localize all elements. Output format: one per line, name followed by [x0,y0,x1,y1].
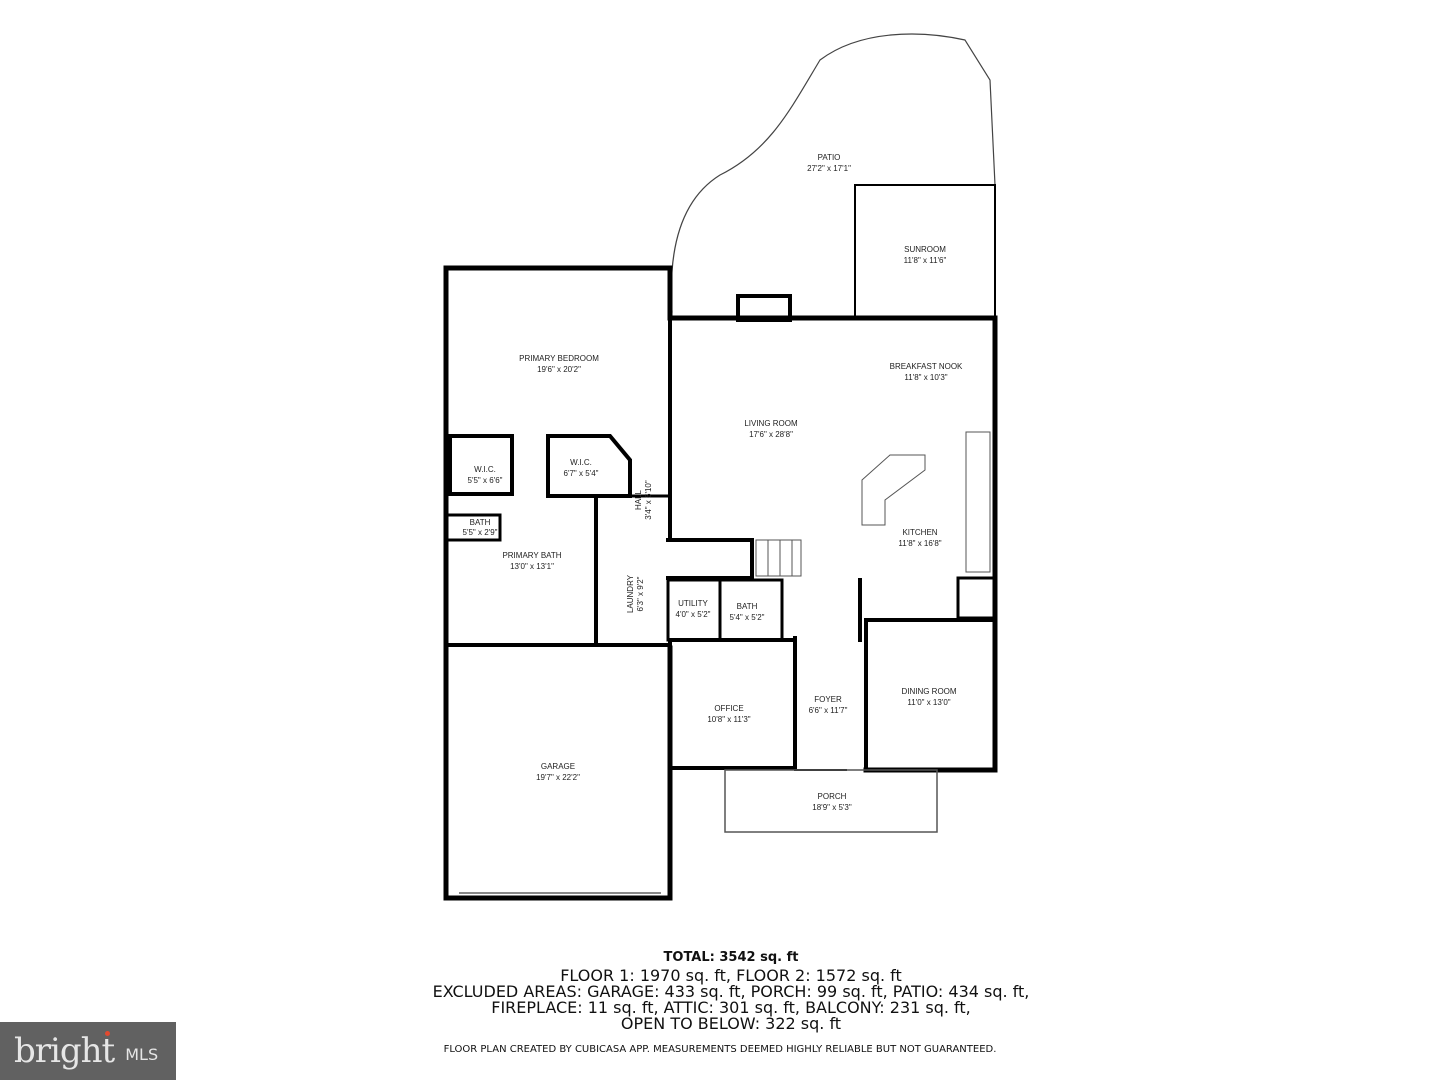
excluded-areas-2: FIREPLACE: 11 sq. ft, ATTIC: 301 sq. ft,… [491,998,971,1017]
excluded-areas-1: EXCLUDED AREAS: GARAGE: 433 sq. ft, PORC… [432,982,1030,1001]
room-dims: 10'8" x 11'3" [707,715,750,724]
room-dims: 11'0" x 13'0" [907,698,950,707]
room-label: FOYER [814,695,842,704]
room-dims: 5'4" x 5'2" [730,613,765,622]
room-label: LIVING ROOM [744,419,798,428]
room-label: PRIMARY BATH [502,551,561,560]
disclaimer: FLOOR PLAN CREATED BY CUBICASA APP. MEAS… [443,1044,997,1055]
room-label: BATH [737,602,758,611]
room-label: GARAGE [541,762,575,771]
room-label: SUNROOM [904,245,946,254]
room-dims: 11'8" x 16'8" [898,539,941,548]
room-dims: 13'0" x 13'1" [510,562,554,571]
logo-brand: bright [14,1031,115,1071]
room-dims: 6'3" x 9'2" [636,576,645,611]
room-dims: 18'9" x 5'3" [812,803,852,812]
room-label: PATIO [818,153,841,162]
room-label: W.I.C. [570,458,592,467]
excluded-areas-3: OPEN TO BELOW: 322 sq. ft [620,1014,842,1033]
room-label: PORCH [818,792,847,801]
room-dims: 19'7" x 22'2" [536,773,580,782]
patio-outline [670,33,996,313]
room-dims: 11'8" x 10'3" [904,373,947,382]
room-dims: 3'4" x 6'10" [644,480,653,520]
room-dims: 5'5" x 2'9" [463,528,498,537]
room-label: DINING ROOM [901,687,956,696]
room-label: HALL [634,489,643,510]
room-label: OFFICE [714,704,743,713]
room-dims: 11'8" x 11'6" [904,256,947,265]
room-label: KITCHEN [902,528,937,537]
floor-areas: FLOOR 1: 1970 sq. ft, FLOOR 2: 1572 sq. … [560,966,902,985]
room-label: BREAKFAST NOOK [890,362,963,371]
room-label: UTILITY [678,599,708,608]
room-dims: 27'2" x 17'1" [807,164,851,173]
total-area: TOTAL: 3542 sq. ft [663,950,799,965]
room-label: W.I.C. [474,465,496,474]
bright-mls-logo: bright MLS [0,1022,176,1080]
room-label: PRIMARY BEDROOM [519,354,599,363]
room-dims: 17'6" x 28'8" [749,430,793,439]
room-dims: 6'6" x 11'7" [809,706,848,715]
room-dims: 19'6" x 20'2" [537,365,581,374]
room-label: BATH [470,518,491,527]
logo-suffix: MLS [125,1044,159,1064]
logo-spark-icon [105,1030,111,1036]
room-dims: 6'7" x 5'4" [564,469,599,478]
room-label: LAUNDRY [626,574,635,613]
room-dims: 4'0" x 5'2" [676,610,711,619]
room-dims: 5'5" x 6'6" [468,476,503,485]
